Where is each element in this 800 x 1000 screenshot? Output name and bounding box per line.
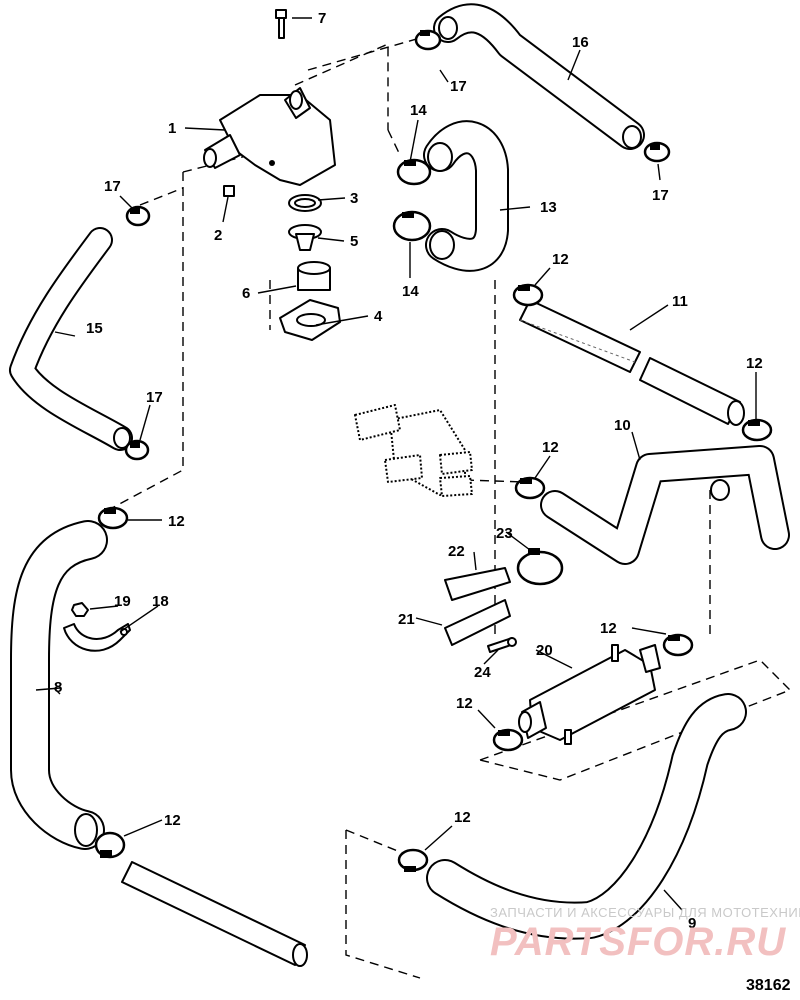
hose-16: [433, 3, 645, 150]
callout-6: 6: [242, 285, 250, 302]
thermostat-housing-1: [203, 87, 336, 186]
clamp-17-right: [643, 141, 671, 163]
pad-21: [444, 599, 511, 646]
callout-16: 16: [572, 34, 589, 51]
clamp-12-b: [741, 418, 773, 442]
hose-13: [423, 120, 509, 272]
clamp-12-f: [492, 728, 524, 752]
callout-2: 2: [214, 227, 222, 244]
hose-15: [9, 227, 133, 451]
clamp-12-h: [397, 848, 429, 872]
callout-3: 3: [350, 190, 358, 207]
clamp-12-g: [94, 831, 126, 859]
clamp-17-left-top: [125, 205, 151, 227]
callout-22: 22: [448, 543, 465, 560]
callout-13: 13: [540, 199, 557, 216]
callout-8: 8: [54, 679, 62, 696]
callout-12-g: 12: [164, 812, 181, 829]
clamps: [94, 29, 773, 872]
gasket-3: [288, 194, 322, 212]
callout-numbers: 7 1 2 3 5 6 4 17 15 17 17 16 17 14 13 14…: [54, 10, 763, 932]
gasket-4: [279, 299, 341, 341]
callout-1: 1: [168, 120, 176, 137]
clamp-12-c: [514, 476, 546, 500]
hose-9: [426, 693, 747, 940]
clamp-14-bottom: [392, 210, 432, 242]
clamp-12-e: [662, 633, 694, 657]
callout-21: 21: [398, 611, 415, 628]
callout-12-d: 12: [168, 513, 185, 530]
callout-12-h: 12: [454, 809, 471, 826]
hose-10: [540, 445, 790, 565]
callout-15: 15: [86, 320, 103, 337]
clamp-12-a: [512, 283, 544, 307]
clamp-17-top: [414, 29, 442, 51]
callout-12-c: 12: [542, 439, 559, 456]
watermark-tagline: ЗАПЧАСТИ И АКСЕССУАРЫ ДЛЯ МОТОТЕХНИКИ: [490, 905, 800, 920]
sleeve-6: [297, 261, 331, 291]
callout-7: 7: [318, 10, 326, 27]
pipe-bottom-left: [121, 861, 308, 967]
callout-17-left-bottom: 17: [146, 389, 163, 406]
clamp-12-d: [97, 506, 129, 530]
callout-12-a: 12: [552, 251, 569, 268]
callout-17-left-top: 17: [104, 178, 121, 195]
callout-12-e: 12: [600, 620, 617, 637]
callout-17-right: 17: [652, 187, 669, 204]
callout-17-top: 17: [450, 78, 467, 95]
callout-5: 5: [350, 233, 358, 250]
clamp-23: [516, 548, 564, 586]
callout-10: 10: [614, 417, 631, 434]
callout-19: 19: [114, 593, 131, 610]
callout-20: 20: [536, 642, 553, 659]
nut-19: [71, 602, 89, 617]
screw-24: [487, 637, 517, 653]
clamp-17-left-bottom: [124, 439, 150, 461]
distribution-block: [354, 404, 473, 497]
callout-11: 11: [672, 293, 688, 310]
callout-12-b: 12: [746, 355, 763, 372]
leader-lines: [35, 17, 757, 911]
bolt-7: [275, 9, 287, 39]
callout-23: 23: [496, 525, 513, 542]
pad-22: [444, 567, 511, 601]
callout-9: 9: [688, 915, 696, 932]
assembly-dashed-lines: [111, 37, 792, 979]
callout-24: 24: [474, 664, 491, 681]
watermark: ЗАПЧАСТИ И АКСЕССУАРЫ ДЛЯ МОТОТЕХНИКИ PA…: [490, 905, 800, 964]
callout-14-bottom: 14: [402, 283, 419, 300]
callout-14-top: 14: [410, 102, 427, 119]
callout-12-f: 12: [456, 695, 473, 712]
callout-4: 4: [374, 308, 383, 325]
hose-11: [519, 299, 745, 426]
watermark-logo-text: PARTSFOR.RU: [490, 920, 786, 964]
hose-8: [10, 520, 108, 850]
bracket-18: [63, 623, 131, 652]
plug-2: [223, 185, 235, 197]
callout-18: 18: [152, 593, 169, 610]
clamp-14-top: [396, 158, 432, 186]
cooler-20: [518, 644, 661, 745]
thermostat-5: [288, 224, 322, 251]
figure-id: 38162: [746, 977, 791, 994]
